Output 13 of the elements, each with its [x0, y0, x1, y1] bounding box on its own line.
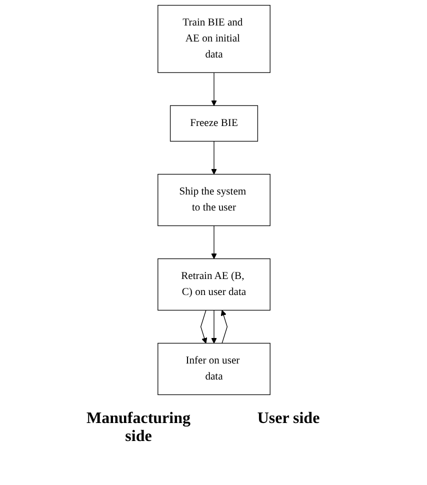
arrow — [210, 140, 216, 175]
node-box: Infer on user data — [157, 342, 270, 396]
node-box: Freeze BIE — [169, 105, 258, 142]
arrow — [200, 310, 207, 344]
arrow — [210, 310, 216, 344]
node-box: Train BIE and AE on initial data — [157, 4, 270, 73]
node-box: Retrain AE (B, C) on user data — [157, 258, 270, 311]
arrow — [220, 310, 228, 344]
arrow — [210, 225, 216, 259]
column-heading: User side — [256, 410, 321, 429]
arrow — [210, 72, 216, 106]
node-box: Ship the system to the user — [157, 174, 270, 226]
column-heading: Manufacturing side — [86, 410, 192, 446]
